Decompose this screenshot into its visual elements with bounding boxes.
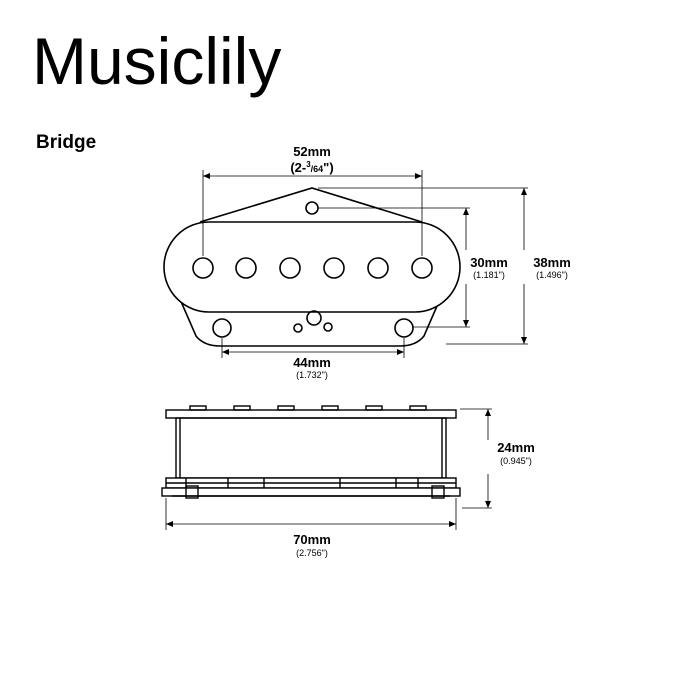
section-title: Bridge (36, 132, 97, 153)
pole-piece-6 (411, 257, 433, 279)
dim-38mm-label: 38mm (533, 255, 571, 270)
dim-52mm-label: 52mm (293, 144, 331, 159)
pickup-bobbin-outline (163, 221, 461, 313)
dim-24mm-inch: (0.945") (500, 456, 532, 466)
dimension-lines-top (202, 170, 528, 358)
side-base-plate (161, 487, 461, 497)
dim-70mm-inch: (2.756") (296, 548, 328, 558)
dim-52mm-inch-num: 3 (306, 160, 311, 169)
dim-24mm-label: 24mm (497, 440, 535, 455)
side-top-flange (165, 409, 457, 419)
top-mount-hole (305, 201, 319, 215)
dimension-lines-side (165, 408, 492, 530)
dim-30mm-label: 30mm (470, 255, 508, 270)
center-hole-large (306, 310, 322, 326)
dim-38mm-inch: (1.496") (536, 270, 568, 280)
dim-52mm-inch-prefix: (2- (290, 160, 306, 175)
brand-title: Musiclily (32, 24, 282, 98)
pole-piece-2 (235, 257, 257, 279)
dim-44mm-label: 44mm (293, 355, 331, 370)
dimension-arrows-top (203, 173, 527, 355)
dim-52mm-inch-den: /64 (311, 164, 324, 174)
top-view (163, 187, 461, 347)
pole-piece-4 (323, 257, 345, 279)
side-coil-body (175, 417, 447, 479)
center-hole-small-right (323, 322, 333, 332)
side-view (161, 405, 461, 499)
dim-52mm-inch: (2-3/64") (290, 160, 333, 175)
pickup-mount-ear-outline (199, 187, 423, 223)
mount-hole-right (394, 318, 414, 338)
pickup-baseplate-outline (175, 289, 445, 347)
mount-hole-left (212, 318, 232, 338)
dimension-arrows-side (166, 409, 491, 527)
pole-piece-1 (192, 257, 214, 279)
dim-70mm-label: 70mm (293, 532, 331, 547)
center-hole-small-left (293, 323, 303, 333)
dim-30mm-inch: (1.181") (473, 270, 505, 280)
pole-piece-5 (367, 257, 389, 279)
pole-piece-3 (279, 257, 301, 279)
dim-52mm-inch-suffix: ") (323, 160, 334, 175)
dim-44mm-inch: (1.732") (296, 370, 328, 380)
